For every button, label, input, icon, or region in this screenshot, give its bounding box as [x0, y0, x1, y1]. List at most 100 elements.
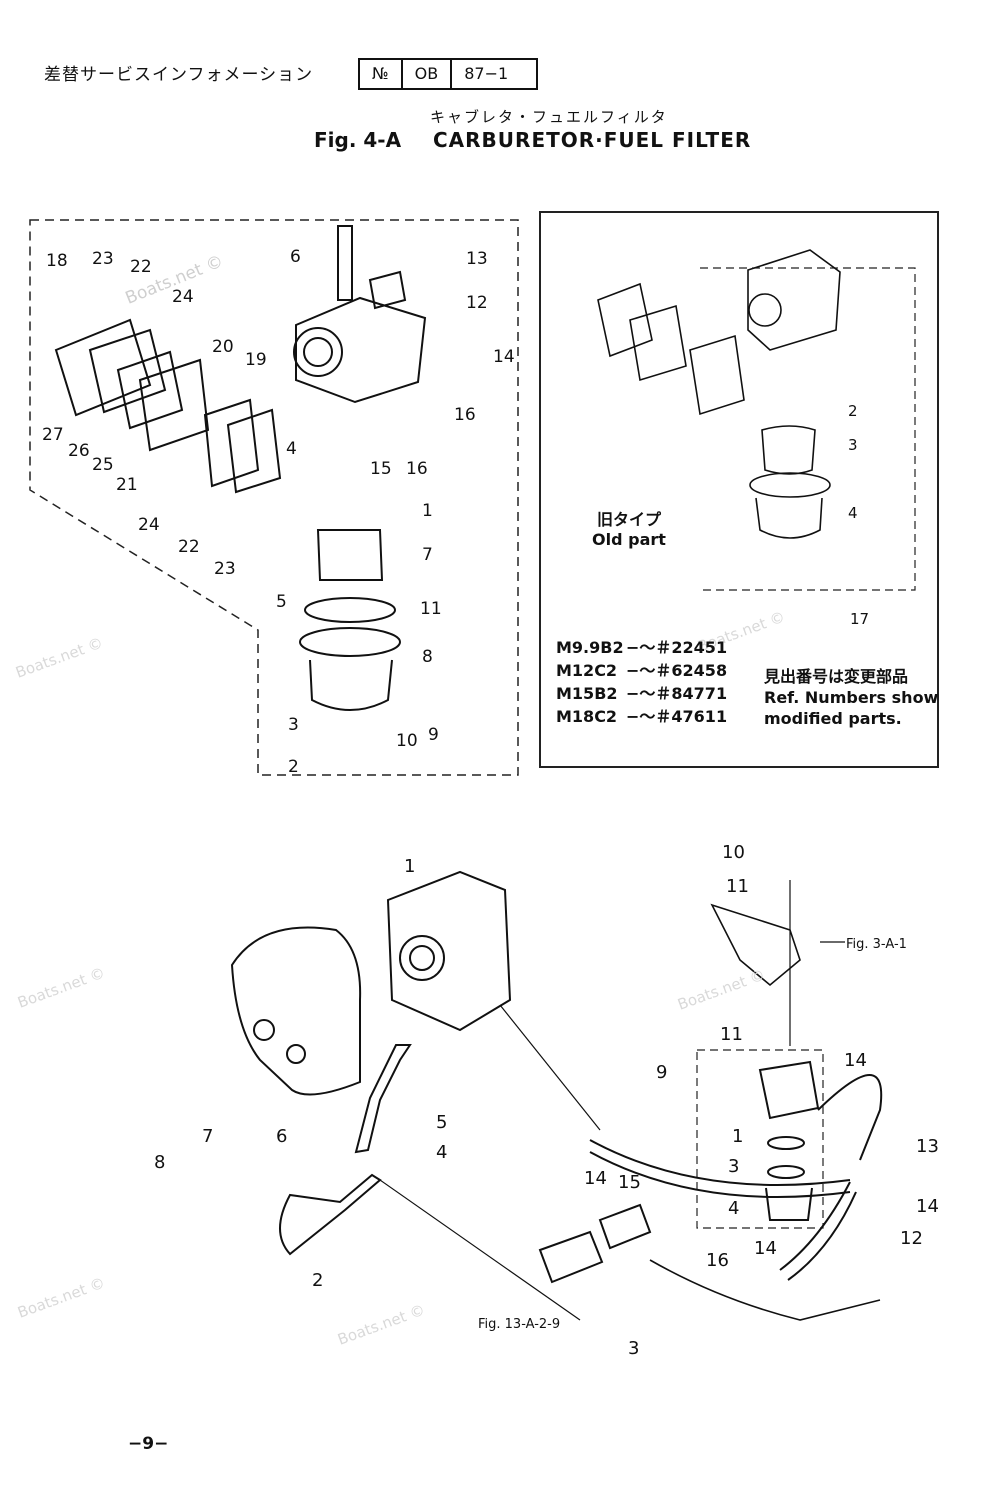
- choke-lever: [354, 1044, 412, 1154]
- callout: 10: [722, 842, 745, 863]
- callout: 5: [276, 592, 287, 612]
- float-bowl-upper: [299, 529, 401, 711]
- callout: 15: [370, 459, 392, 479]
- note-en-1: Ref. Numbers show: [764, 688, 939, 707]
- callout: 12: [466, 293, 488, 313]
- ref-number-note: 見出番号は変更部品 Ref. Numbers show modified par…: [764, 666, 938, 729]
- callout: 7: [202, 1126, 213, 1147]
- callout: 4: [728, 1198, 739, 1219]
- note-en-2: modified parts.: [764, 709, 902, 728]
- callout: 3: [628, 1338, 639, 1359]
- header-jp-title: 差替サービスインフォメーション: [44, 65, 314, 85]
- box-code: OB: [403, 60, 453, 88]
- callout: 2: [288, 757, 299, 777]
- callout: 16: [454, 405, 476, 425]
- callout: 14: [844, 1050, 867, 1071]
- callout: 9: [656, 1062, 667, 1083]
- callout: 18: [46, 251, 68, 271]
- upper-group-boundary: [29, 219, 519, 776]
- inset-box: [539, 211, 939, 768]
- old-part-label: 旧タイプ Old part: [592, 510, 666, 550]
- callout: 20: [212, 337, 234, 357]
- figure-title: CARBURETOR·FUEL FILTER: [433, 128, 752, 152]
- callout: 13: [916, 1136, 939, 1157]
- callout: 24: [172, 287, 194, 307]
- watermark: Boats.net ©: [675, 966, 767, 1014]
- callout: 6: [276, 1126, 287, 1147]
- callout: 5: [436, 1112, 447, 1133]
- inset-callouts: 2 3 4 17: [848, 402, 869, 628]
- watermark: Boats.net ©: [15, 1274, 107, 1322]
- callout: 3: [728, 1156, 739, 1177]
- fuel-hoses: [589, 1074, 883, 1281]
- model-row: M18C2−～＃47611: [556, 707, 728, 726]
- callout: 14: [493, 347, 515, 367]
- old-part-jp: 旧タイプ: [596, 510, 661, 529]
- callout: 23: [214, 559, 236, 579]
- callout: 7: [422, 545, 433, 565]
- callout: 15: [618, 1172, 641, 1193]
- callout: 8: [422, 647, 433, 667]
- box-number: 87−1: [464, 64, 509, 83]
- callout: 1: [422, 501, 433, 521]
- callout: 14: [916, 1196, 939, 1217]
- service-number-box: № OB 87−1: [358, 58, 539, 90]
- figure-number: Fig. 4-A: [314, 128, 402, 152]
- callout: 4: [848, 504, 858, 522]
- callout: 11: [420, 599, 442, 619]
- callout: 2: [848, 402, 858, 420]
- callout: 3: [848, 436, 858, 454]
- callout: 11: [726, 876, 749, 897]
- old-part-boundary: [700, 267, 916, 591]
- callout: 23: [92, 249, 114, 269]
- callout: 8: [154, 1152, 165, 1173]
- page-number: −9−: [128, 1434, 169, 1454]
- callout: 14: [584, 1168, 607, 1189]
- leader-lines: [379, 880, 845, 1321]
- callout: 21: [116, 475, 138, 495]
- watermark: Boats.net ©: [15, 964, 107, 1012]
- callout: 1: [404, 856, 415, 877]
- carburetor-body-upper: [293, 225, 427, 404]
- callout: 10: [396, 731, 418, 751]
- fuel-filter-assembly: [758, 1060, 820, 1221]
- callout: 22: [130, 257, 152, 277]
- callout: 16: [406, 459, 428, 479]
- model-row: M15B2−～＃84771: [556, 684, 728, 703]
- model-row: M12C2−～＃62458: [556, 661, 728, 680]
- callout: 13: [466, 249, 488, 269]
- callout: 17: [850, 610, 869, 628]
- watermark: Boats.net ©: [13, 634, 105, 682]
- watermark: Boats.net ©: [335, 1301, 427, 1349]
- callout: 19: [245, 350, 267, 370]
- silencer-cover: [230, 926, 362, 1096]
- callout: 14: [754, 1238, 777, 1259]
- note-jp: 見出番号は変更部品: [764, 667, 909, 686]
- inset-carburetor: [597, 249, 841, 539]
- callout: 24: [138, 515, 160, 535]
- callout: 4: [286, 439, 297, 459]
- callout: 4: [436, 1142, 447, 1163]
- model-serial-table: M9.9B2−～＃22451 M12C2−～＃62458 M15B2−～＃847…: [556, 636, 746, 728]
- model-row: M9.9B2−～＃22451: [556, 638, 728, 657]
- primer-bulb: [279, 1173, 382, 1256]
- callout: 16: [706, 1250, 729, 1271]
- fig-3a1-ref: Fig. 3-A-1: [846, 937, 907, 952]
- callout: 12: [900, 1228, 923, 1249]
- fig-13a29-ref: Fig. 13-A-2-9: [478, 1317, 560, 1332]
- figure-jp-subtitle: キャブレタ・フュエルフィルタ: [430, 108, 668, 126]
- callout: 9: [428, 725, 439, 745]
- callout: 26: [68, 441, 90, 461]
- old-part-en: Old part: [592, 530, 666, 549]
- lower-callouts: 1 10 11 11 9 14 1 13 3 14 4 12 14 16 15 …: [154, 842, 939, 1359]
- intake-gaskets: [54, 318, 282, 494]
- box-no-label: №: [360, 60, 403, 88]
- fuel-joint: [538, 1203, 652, 1284]
- callout: 6: [290, 247, 301, 267]
- bracket-3a1: [649, 903, 881, 1321]
- lower-carburetor-assembly: [386, 870, 512, 1032]
- fuel-filter-boundary: [696, 1049, 824, 1229]
- callout: 3: [288, 715, 299, 735]
- callout: 25: [92, 455, 114, 475]
